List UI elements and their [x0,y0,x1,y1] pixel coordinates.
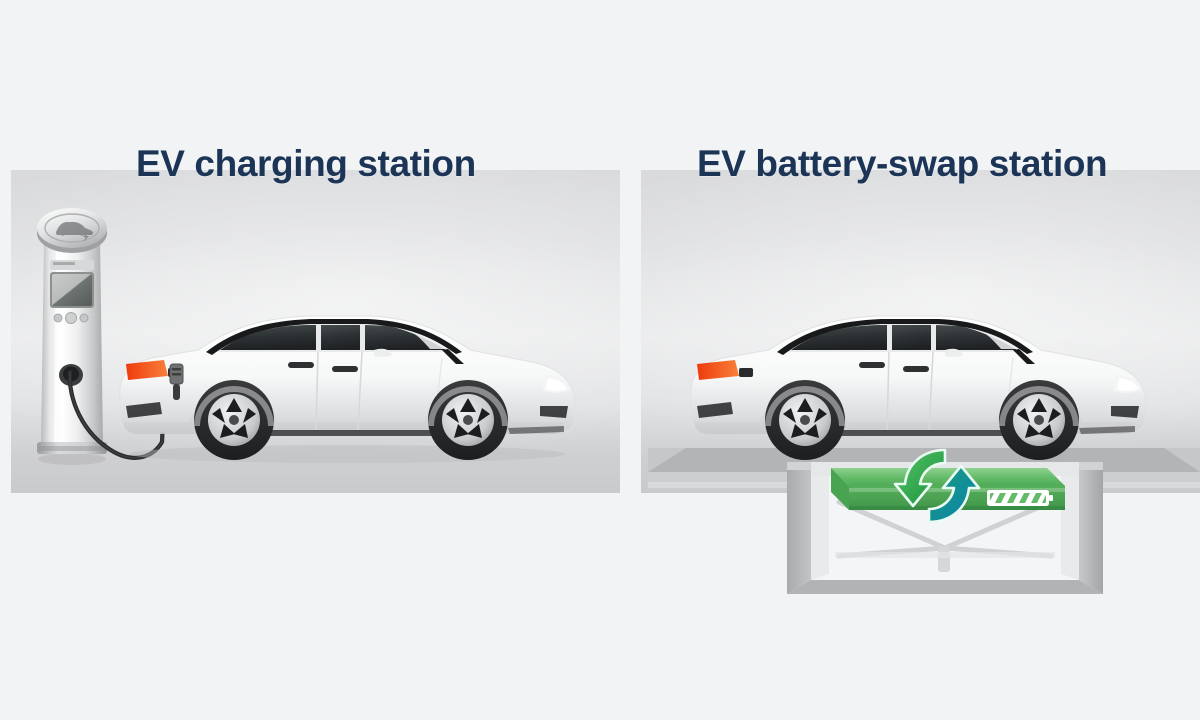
battery-pack-side [831,468,849,510]
pillar-button-2 [65,312,77,324]
charging-cable [58,368,188,473]
car-bolt-icon [56,222,93,242]
charging-plug [163,362,189,406]
pillar-button-1 [53,313,63,323]
lift-column [938,546,950,572]
wheel-rear [194,380,274,460]
wheel-rear [765,380,845,460]
door-line-1 [315,351,319,431]
taillight [697,360,739,380]
window-rear-door [321,325,360,350]
pit-wall-right [1079,462,1103,594]
window-rear [220,325,316,350]
pillar-base [37,442,107,454]
recycle-swap-arrows-icon [893,448,981,524]
door-handle-rear [288,362,314,368]
pit-wall-left [787,462,811,594]
battery-charge-icon [987,490,1053,506]
door-line-2 [357,351,363,431]
wheel-front [999,380,1079,460]
title-ev-battery-swap-station: EV battery-swap station [697,143,1108,184]
ev-charging-pillar[interactable] [26,200,118,465]
car-roof-trim [777,319,1033,355]
car-sill [270,430,434,436]
pillar-button-3 [79,313,89,323]
car-sill [841,430,1005,436]
pillar-screen [52,274,92,306]
swap-pit-box[interactable] [785,448,1105,602]
title-ev-charging-station: EV charging station [136,143,476,184]
car-roof-trim [206,319,462,355]
charge-port [739,368,753,377]
panel-ev-battery-swap-station [641,170,1200,493]
taillight [126,360,168,380]
door-handle-rear [859,362,885,368]
car-left [112,302,582,477]
wheel-front [428,380,508,460]
pit-floor-front [787,580,1103,594]
door-handle-front [903,366,929,372]
battery-pack-top [831,468,1065,486]
car-right [683,302,1153,477]
pillar-shadow [38,453,106,465]
door-handle-front [332,366,358,372]
window-rear [791,325,887,350]
window-rear-door [892,325,931,350]
car-shadow [129,445,565,463]
